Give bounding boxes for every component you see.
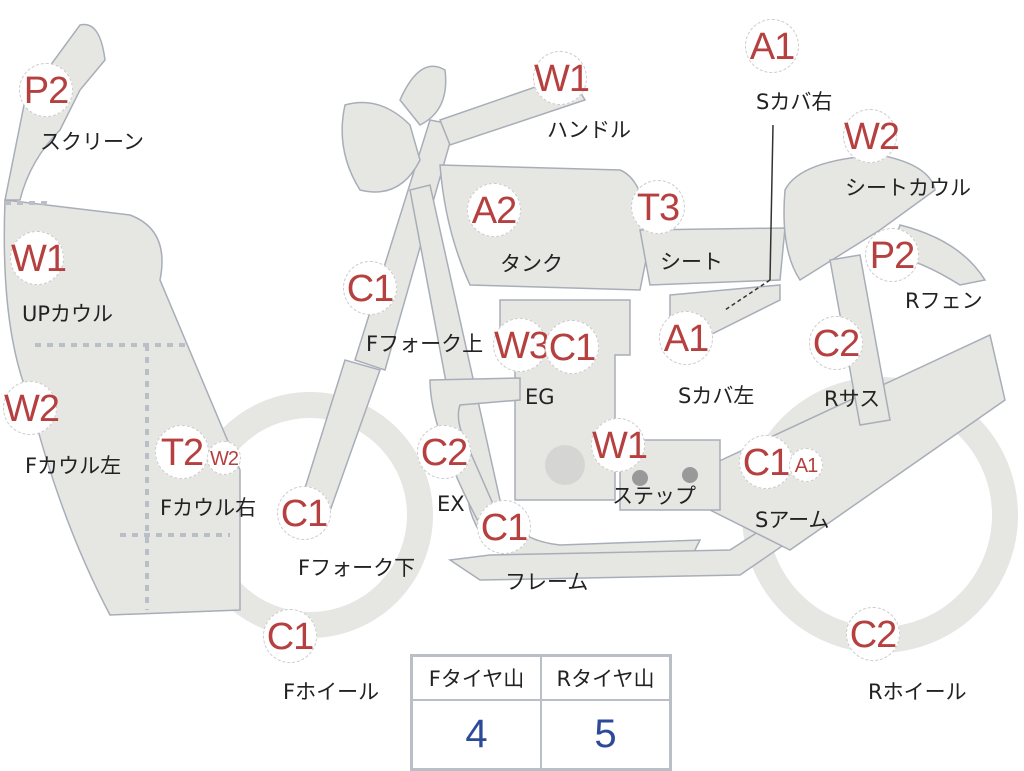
part-code-badge: A1 [659, 311, 713, 365]
part-code-badge: W3 [493, 318, 550, 372]
part-code-badge: A2 [467, 183, 521, 237]
part-label: Sカバ左 [678, 384, 755, 408]
part-label: スクリーン [40, 130, 144, 154]
part-label: Fホイール [283, 680, 380, 704]
part-code-badge: W1 [10, 231, 67, 285]
part-label: フレーム [505, 570, 589, 594]
part-code-badge-small: A1 [789, 448, 823, 482]
part-label: EG [525, 385, 555, 409]
part-code-badge: P2 [865, 228, 919, 282]
rear-tire-value: 5 [540, 699, 672, 771]
rear-tire-header: Rタイヤ山 [540, 654, 672, 701]
seat-cowl-shape [783, 154, 936, 282]
part-code-badge: C1 [739, 435, 793, 489]
part-code-badge: C2 [846, 607, 900, 661]
front-tire-value: 4 [410, 699, 542, 771]
part-code-badge: T2 [155, 425, 209, 479]
part-label: タンク [500, 252, 563, 276]
part-code-badge: P2 [19, 63, 73, 117]
front-tire-header: Fタイヤ山 [410, 654, 542, 701]
part-code-badge: W1 [591, 418, 648, 472]
part-code-badge: W2 [3, 381, 60, 435]
part-code-badge: T3 [631, 180, 685, 234]
part-code-badge: C1 [343, 261, 397, 315]
headlight-shape [341, 101, 421, 193]
part-label: EX [437, 492, 465, 516]
part-code-badge: C1 [545, 320, 599, 374]
part-label: シート [660, 250, 723, 274]
part-code-badge: W1 [533, 51, 590, 105]
mirror-shape [399, 65, 447, 126]
part-label: Fカウル左 [25, 454, 122, 478]
part-label: Rサス [824, 387, 881, 411]
part-code-badge: C2 [417, 425, 471, 479]
part-label: Fフォーク上 [366, 332, 484, 356]
part-code-badge-small: W2 [207, 441, 241, 475]
part-label: Sアーム [755, 508, 830, 532]
part-code-badge: W2 [843, 109, 900, 163]
seat-shape [639, 227, 786, 286]
part-code-badge: C1 [263, 609, 317, 663]
tire-tread-table: Fタイヤ山 Rタイヤ山 4 5 [410, 654, 672, 771]
part-label: Sカバ右 [756, 90, 833, 114]
part-label: Rフェン [905, 289, 983, 313]
part-label: ハンドル [547, 118, 631, 142]
part-code-badge: C1 [477, 500, 531, 554]
part-label: Rホイール [868, 680, 967, 704]
part-label: シートカウル [845, 176, 971, 200]
part-label: ステップ [612, 484, 696, 508]
part-label: Fフォーク下 [298, 556, 416, 580]
part-code-badge: A1 [745, 19, 799, 73]
part-label: Fカウル右 [160, 496, 257, 520]
part-code-badge: C2 [809, 316, 863, 370]
part-label: UPカウル [22, 302, 114, 326]
step-shape [619, 439, 721, 511]
fairing-shape [3, 199, 241, 616]
part-code-badge: C1 [277, 486, 331, 540]
